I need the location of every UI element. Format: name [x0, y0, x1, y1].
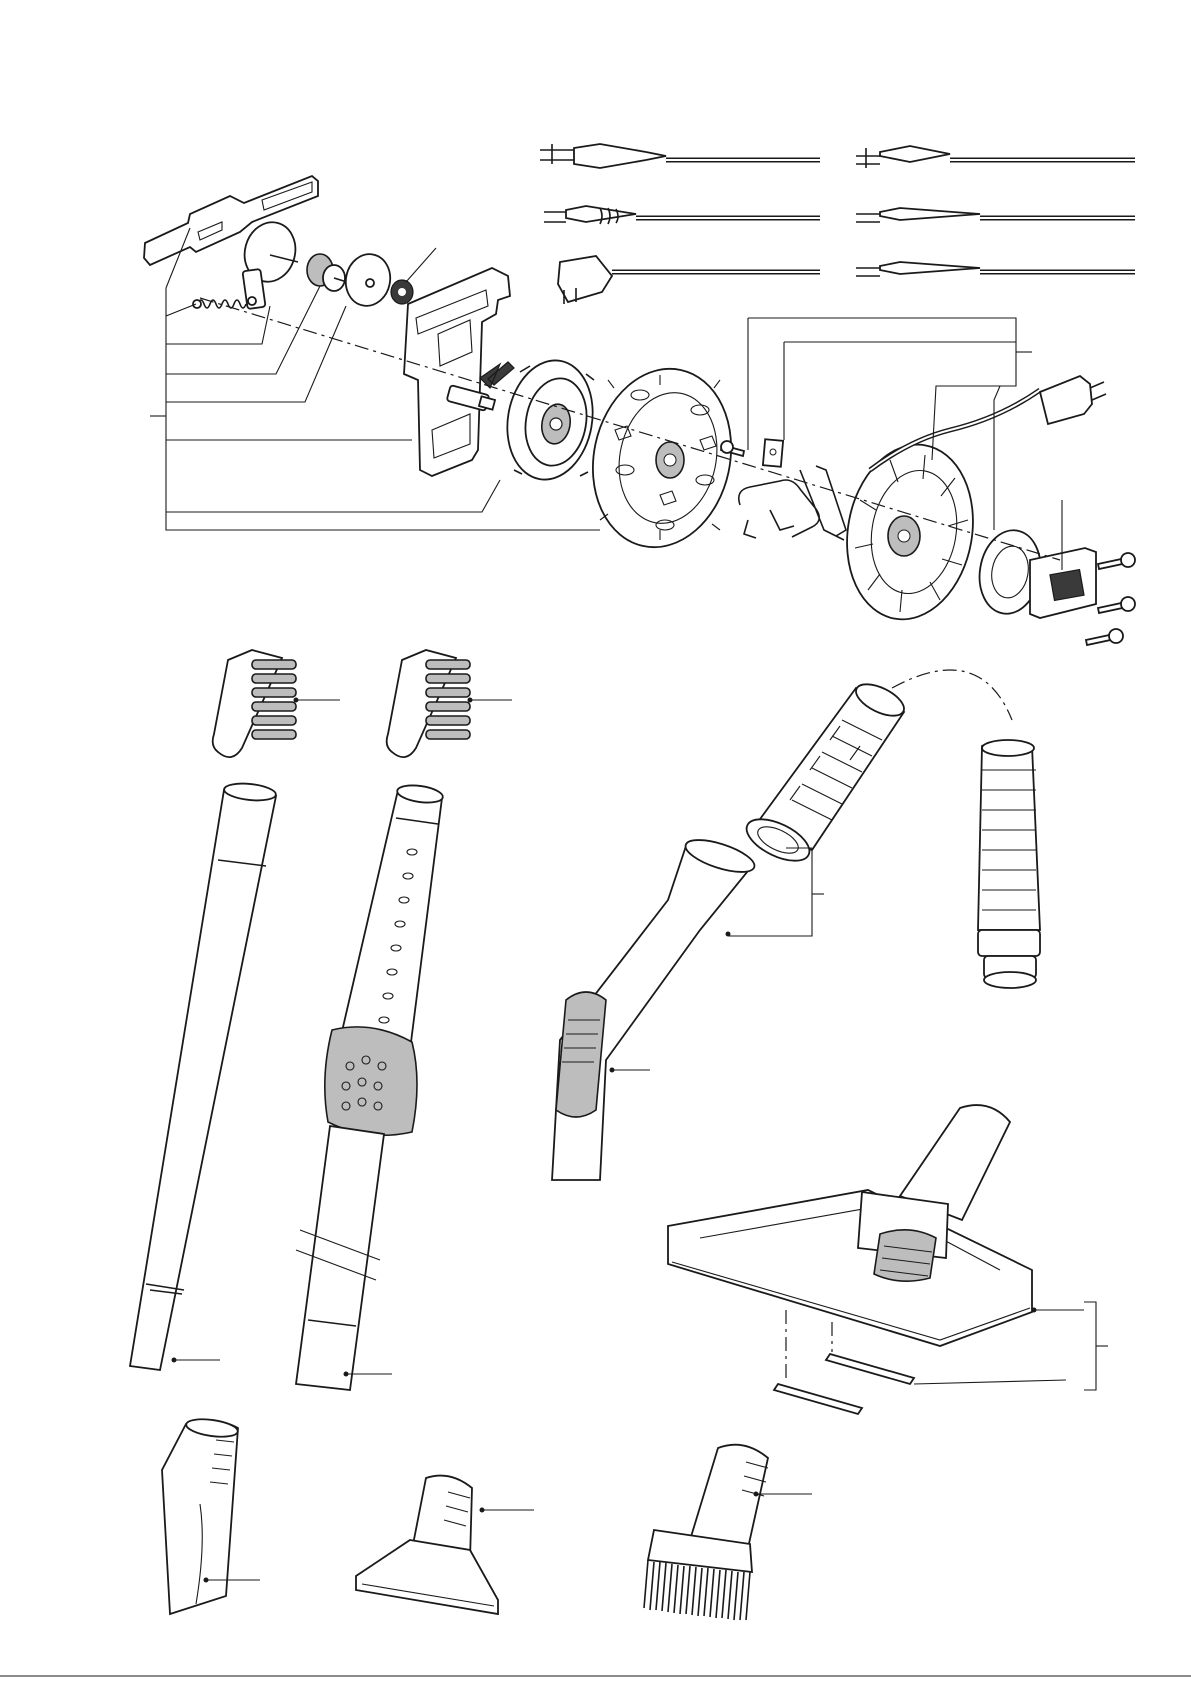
floor-nozzle	[668, 1105, 1108, 1414]
arrow-indicator-icon	[480, 362, 514, 388]
upholstery-nozzle	[356, 1476, 534, 1614]
brush-adapter-right	[387, 650, 512, 757]
crevice-tool	[162, 1416, 260, 1614]
hose-end-alternate	[978, 740, 1040, 988]
telescopic-tube	[296, 783, 444, 1390]
dusting-brush	[644, 1445, 812, 1620]
straight-tube	[130, 781, 277, 1370]
handle-grip	[552, 833, 758, 1180]
brush-adapter-left	[213, 650, 340, 757]
hose-swivel-connector	[728, 670, 1012, 936]
cord-rewind-brake-assembly	[144, 176, 1135, 645]
power-cord-plug-variants	[540, 144, 1135, 304]
